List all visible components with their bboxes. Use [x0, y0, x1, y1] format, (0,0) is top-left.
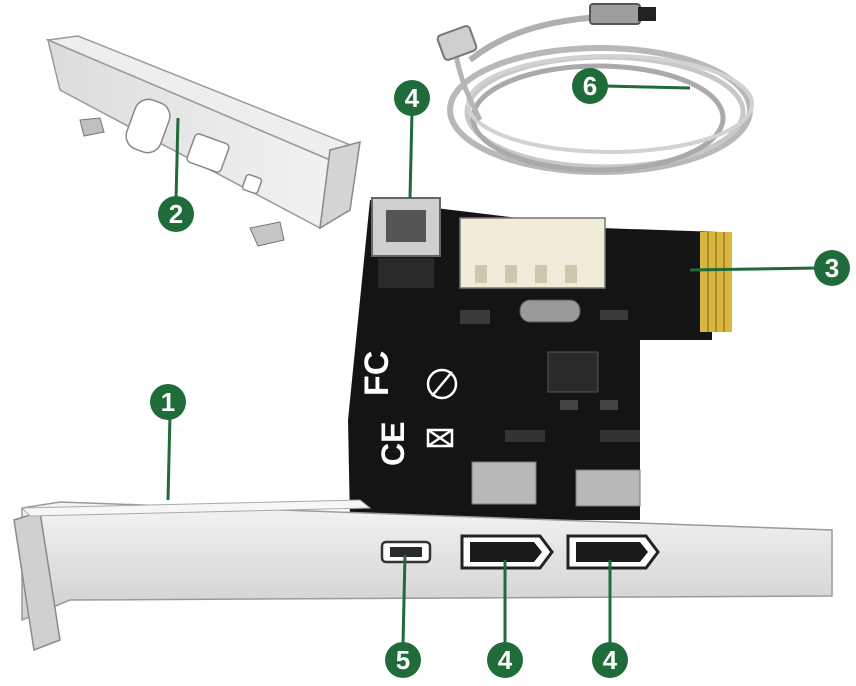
callout-5: 5	[385, 642, 421, 678]
callout-4-a: 4	[487, 642, 523, 678]
low-profile-bracket	[45, 35, 361, 247]
svg-text:4: 4	[603, 645, 618, 675]
svg-text:6: 6	[583, 71, 597, 101]
external-6pin-port-b	[566, 534, 660, 570]
callout-6: 6	[572, 68, 608, 104]
leader-line-2	[174, 117, 180, 201]
callout-2: 2	[158, 196, 194, 232]
full-height-bracket	[13, 499, 833, 652]
controller-chip	[547, 351, 599, 393]
callout-4-b: 4	[592, 642, 628, 678]
cable-plug-left	[436, 25, 478, 61]
recycle-mark	[426, 368, 458, 400]
leader-line-3	[689, 266, 819, 272]
svg-text:3: 3	[825, 253, 839, 283]
crystal-oscillator	[519, 299, 581, 323]
leader-line-6	[603, 84, 691, 90]
leader-line-4-top	[408, 111, 414, 199]
internal-firewire-port	[371, 197, 441, 288]
weee-mark	[426, 428, 454, 448]
svg-text:4: 4	[498, 645, 513, 675]
cable-plug-right	[589, 3, 656, 25]
leader-line-5	[401, 554, 407, 646]
svg-text:5: 5	[396, 645, 410, 675]
callout-1: 1	[150, 384, 186, 420]
external-6pin-port-a	[460, 534, 554, 570]
callout-4-top: 4	[394, 80, 430, 116]
callout-3: 3	[814, 250, 850, 286]
leader-line-1	[166, 413, 172, 501]
svg-text:1: 1	[161, 387, 175, 417]
ce-mark: CE	[375, 422, 411, 466]
svg-text:4: 4	[405, 83, 420, 113]
pcb-board: FC CE	[348, 200, 732, 520]
fcc-mark: FC	[358, 351, 396, 396]
svg-text:2: 2	[169, 199, 183, 229]
